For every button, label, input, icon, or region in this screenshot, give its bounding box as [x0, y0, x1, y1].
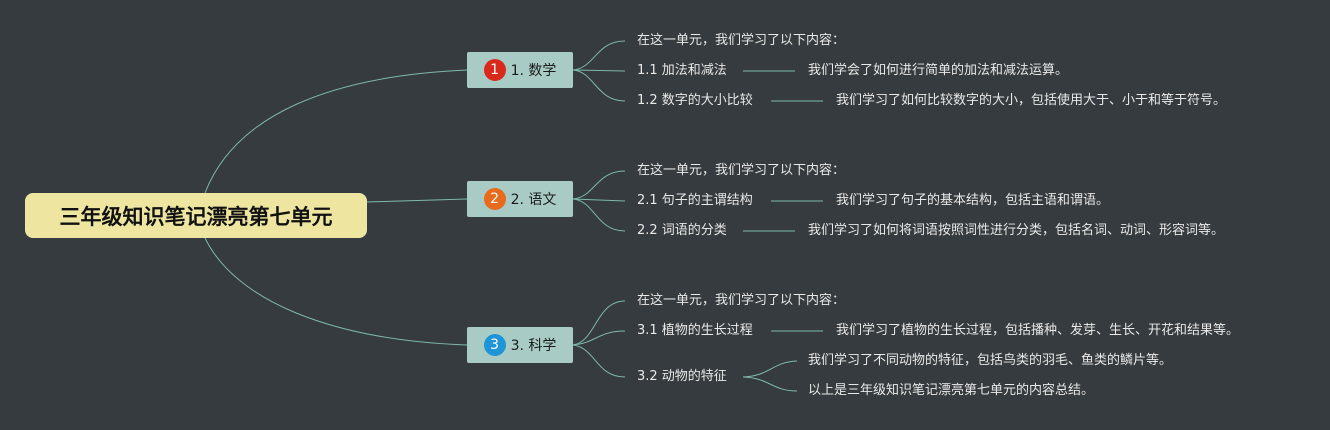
connector-root-branch-1 [204, 69, 468, 194]
branch-label: 2. 语文 [510, 192, 557, 208]
priority-2-badge-icon: 2 [483, 188, 506, 210]
root-topic[interactable]: 三年级知识笔记漂亮第七单元 [25, 193, 367, 238]
intro-text[interactable]: 在这一单元，我们学习了以下内容： [637, 33, 846, 48]
branch-label: 3. 科学 [510, 338, 557, 354]
branch-label: 1. 数学 [510, 63, 557, 79]
connector-b1-intro [572, 40, 626, 71]
connector-b3-topic2 [572, 344, 626, 378]
topic-detail[interactable]: 我们学习了植物的生长过程，包括播种、发芽、生长、开花和结果等。 [836, 323, 1240, 338]
connector-b3-t2-detail-2 [742, 376, 798, 392]
branch-math[interactable]: 1 1. 数学 [467, 52, 573, 88]
topic-detail[interactable]: 我们学习了不同动物的特征，包括鸟类的羽毛、鱼类的鳞片等。 [808, 353, 1173, 368]
connector-b3-topic1 [572, 330, 626, 346]
topic-label[interactable]: 3.2 动物的特征 [637, 369, 727, 384]
connector-root-branch-2 [366, 198, 468, 203]
topic-label[interactable]: 2.1 句子的主谓结构 [637, 193, 753, 208]
topic-label[interactable]: 1.2 数字的大小比较 [637, 93, 753, 108]
topic-detail[interactable]: 我们学习了如何比较数字的大小，包括使用大于、小于和等于符号。 [836, 93, 1227, 108]
topic-detail[interactable]: 我们学习了如何将词语按照词性进行分类，包括名词、动词、形容词等。 [808, 223, 1225, 238]
topic-label[interactable]: 3.1 植物的生长过程 [637, 323, 753, 338]
topic-detail[interactable]: 我们学会了如何进行简单的加法和减法运算。 [808, 63, 1069, 78]
connector-b3-intro [572, 300, 626, 346]
connector-b2-topic2 [572, 198, 626, 232]
topic-detail[interactable]: 我们学习了句子的基本结构，包括主语和谓语。 [836, 193, 1110, 208]
branch-chinese[interactable]: 2 2. 语文 [467, 181, 573, 217]
connector-b3-t2-detail-1 [742, 360, 798, 378]
connector-b2-topic1 [572, 198, 626, 202]
intro-text[interactable]: 在这一单元，我们学习了以下内容： [637, 163, 846, 178]
connector-b2-intro [572, 170, 626, 200]
topic-label[interactable]: 2.2 词语的分类 [637, 223, 727, 238]
priority-3-badge-icon: 3 [483, 334, 506, 356]
intro-text[interactable]: 在这一单元，我们学习了以下内容： [637, 293, 846, 308]
topic-label[interactable]: 1.1 加法和减法 [637, 63, 727, 78]
connector-b1-topic2 [572, 69, 626, 102]
connector-b1-topic1 [572, 69, 626, 72]
branch-science[interactable]: 3 3. 科学 [467, 327, 573, 363]
connector-root-branch-3 [204, 237, 468, 346]
summary-text[interactable]: 以上是三年级知识笔记漂亮第七单元的内容总结。 [808, 383, 1095, 398]
priority-1-badge-icon: 1 [483, 59, 506, 81]
